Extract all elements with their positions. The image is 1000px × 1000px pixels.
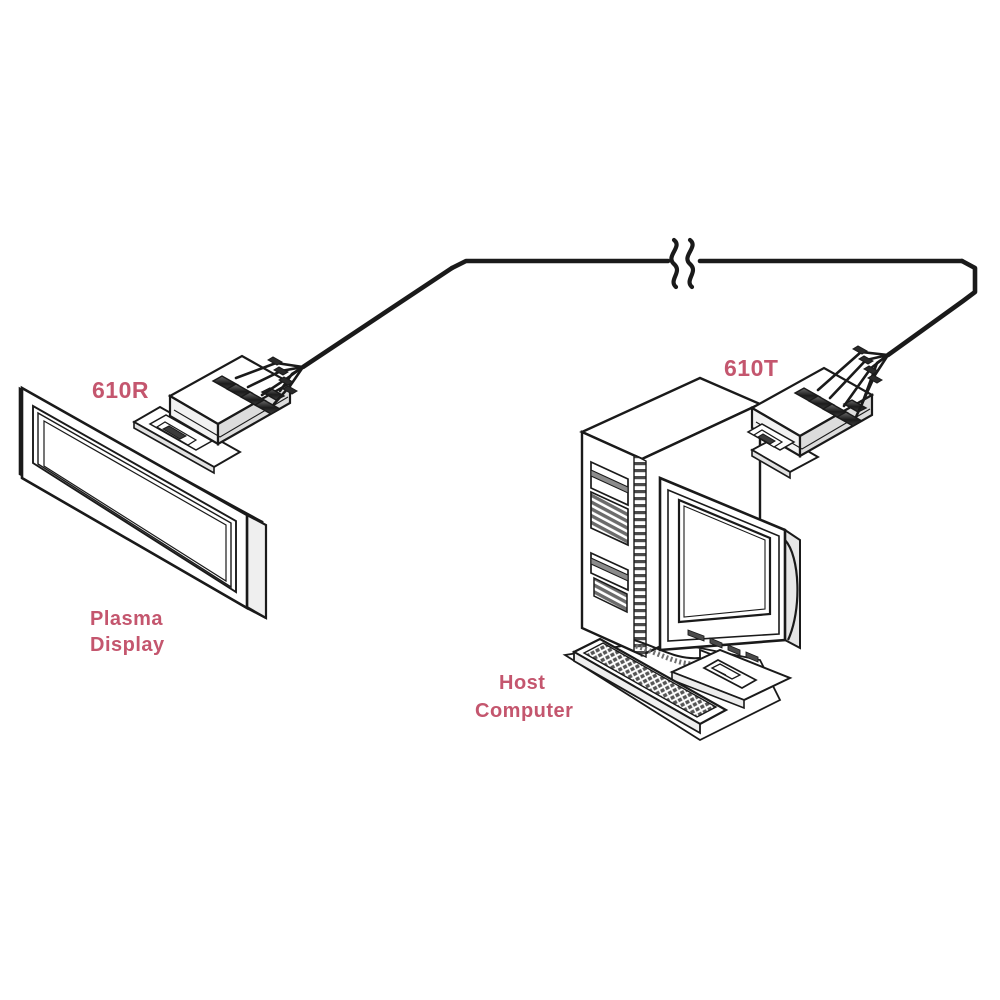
610r-front-panel [148, 414, 214, 451]
plasma-display-device [18, 385, 268, 620]
label-610t: 610T [724, 355, 778, 381]
tower-monitor-cable [633, 639, 701, 660]
computer-monitor [658, 476, 801, 710]
610t-bracket-edge [751, 448, 791, 480]
cable-top-left-horizontal [449, 258, 671, 271]
computer-keyboard[interactable] [571, 637, 729, 735]
label-plasma-display-line2: Display [90, 634, 165, 656]
monitor-back-shell [784, 539, 799, 641]
label-host-computer-line1: Host [499, 672, 545, 694]
610t-front-panel [746, 423, 796, 451]
fiber-cable-run [300, 258, 978, 370]
610r-connector-bank [211, 375, 286, 415]
monitor-screen-inner [683, 505, 766, 618]
monitor-control-buttons[interactable] [687, 629, 759, 663]
tower-vent-strip [633, 453, 647, 659]
label-610r: 610R [92, 377, 149, 403]
610r-fan-ferrules [267, 356, 298, 395]
610t-connector-bank [793, 387, 868, 427]
tower-vent-grille-lower [593, 576, 628, 614]
tower-drive-bay-upper-slot [590, 469, 629, 494]
cable-break-symbol [669, 237, 696, 290]
keyboard-front-edge [573, 650, 701, 735]
610t-fan-ferrules [852, 345, 883, 384]
tower-vent-grille-upper [590, 490, 629, 547]
tower-drive-bay-lower-slot [590, 557, 629, 582]
monitor-base-edge [671, 670, 745, 710]
mouse-button-split [715, 669, 727, 676]
label-plasma-display-line1: Plasma [90, 608, 163, 630]
module-610t [746, 345, 890, 480]
cable-right-diagonal [885, 258, 978, 358]
computer-mouse[interactable] [702, 659, 758, 689]
display-main-frame [20, 385, 268, 620]
mouse-body [710, 663, 742, 680]
cable-left-diagonal [300, 265, 455, 370]
module-610r [132, 354, 305, 475]
label-host-computer-line2: Computer [475, 700, 573, 722]
host-computer-device [562, 376, 801, 742]
610r-bracket-edge [133, 420, 215, 475]
keyboard-keys [582, 642, 718, 718]
